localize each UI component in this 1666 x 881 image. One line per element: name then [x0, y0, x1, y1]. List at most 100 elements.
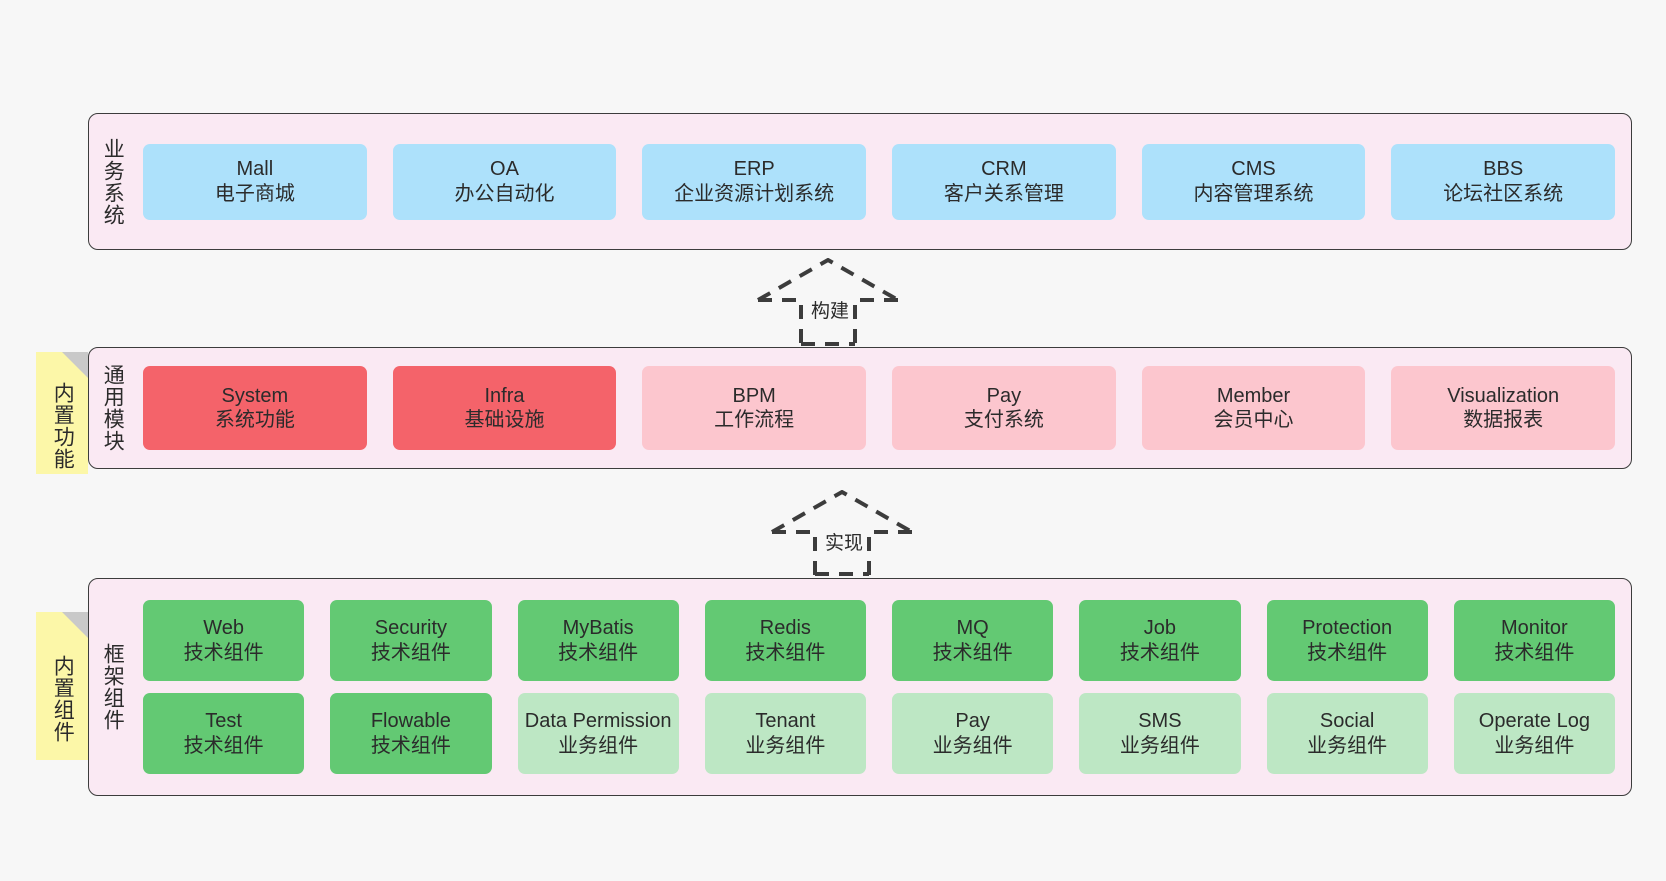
module-card-desc: 电子商城 — [214, 182, 295, 205]
module-card-name: Redis — [759, 617, 811, 640]
module-card-desc: 技术组件 — [1119, 641, 1200, 664]
module-card-name: BBS — [1483, 158, 1524, 181]
module-card-name: SMS — [1138, 710, 1182, 733]
module-card-desc: 技术组件 — [558, 641, 639, 664]
module-card-desc: 业务组件 — [745, 734, 826, 757]
note-fold-corner-icon — [62, 352, 88, 378]
module-card-desc: 业务组件 — [1119, 734, 1200, 757]
module-card-desc: 基础设施 — [464, 409, 545, 431]
module-card-name: Web — [203, 617, 244, 640]
layer-title-business-system: 业务系统 — [101, 137, 125, 226]
module-card-name: MQ — [956, 617, 989, 640]
module-card-desc: 客户关系管理 — [943, 182, 1064, 205]
note-fold-corner-icon — [62, 612, 88, 638]
module-card-desc: 企业资源计划系统 — [674, 182, 835, 205]
module-card-name: Pay — [955, 710, 990, 733]
module-card-name: OA — [490, 158, 519, 181]
module-card-name: Mall — [236, 158, 274, 181]
module-card-desc: 会员中心 — [1213, 409, 1294, 431]
layer-title-common-module: 通用模块 — [101, 364, 125, 452]
module-card-desc: 数据报表 — [1463, 409, 1544, 431]
module-card-desc: 技术组件 — [1307, 641, 1388, 664]
module-card-desc: 业务组件 — [1307, 734, 1388, 757]
module-card-desc: 业务组件 — [558, 734, 639, 757]
module-card-name: ERP — [733, 158, 775, 181]
module-card-desc: 工作流程 — [714, 409, 795, 431]
sticky-note-label: 内置组件 — [51, 655, 75, 743]
layer-title-framework-component: 框架组件 — [101, 643, 125, 731]
module-card-name: Monitor — [1501, 617, 1568, 640]
module-card-name: System — [221, 384, 289, 407]
module-card-name: Data Permission — [524, 710, 672, 733]
module-card-name: Test — [205, 710, 242, 733]
module-card-name: Pay — [986, 384, 1022, 407]
module-card-desc: 技术组件 — [183, 641, 264, 664]
dashed-hollow-arrow-icon — [757, 258, 899, 346]
module-card-desc: 技术组件 — [1494, 641, 1575, 664]
module-card-name: BPM — [732, 384, 776, 407]
module-card-desc: 内容管理系统 — [1193, 182, 1314, 205]
module-card-name: Member — [1216, 384, 1291, 407]
sticky-note-framework-component: 内置组件 — [36, 612, 88, 760]
module-card-desc: 技术组件 — [370, 641, 451, 664]
module-card-name: CMS — [1231, 158, 1276, 181]
module-card-desc: 技术组件 — [745, 641, 826, 664]
module-card-desc: 论坛社区系统 — [1443, 182, 1564, 205]
module-card-desc: 技术组件 — [183, 734, 264, 757]
module-card-desc: 业务组件 — [932, 734, 1013, 757]
module-card-name: Job — [1143, 617, 1176, 640]
module-card-name: Flowable — [370, 710, 451, 733]
module-card-name: MyBatis — [562, 617, 634, 640]
module-card-name: Security — [374, 617, 447, 640]
sticky-note-label: 内置功能 — [51, 382, 75, 470]
sticky-note-common-module: 内置功能 — [36, 352, 88, 474]
module-card-name: Social — [1319, 710, 1375, 733]
dashed-hollow-arrow-icon — [771, 490, 913, 576]
module-card-desc: 办公自动化 — [454, 182, 555, 205]
module-card-desc: 支付系统 — [963, 409, 1044, 431]
connector-implement: 实现 — [767, 490, 917, 576]
connector-label-implement: 实现 — [823, 528, 866, 555]
module-card-desc: 业务组件 — [1494, 734, 1575, 757]
module-card-name: Tenant — [755, 710, 816, 733]
module-card-desc: 系统功能 — [214, 409, 295, 431]
